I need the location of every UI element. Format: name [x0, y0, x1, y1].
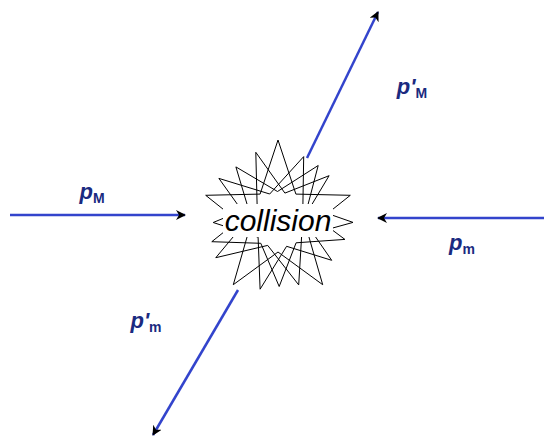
star-line: [206, 140, 351, 285]
outgoing-arrow: [307, 12, 378, 158]
star-line: [212, 166, 345, 287]
momentum-label: pM: [79, 181, 104, 205]
momentum-label: p'm: [130, 310, 161, 334]
collision-star: collision: [200, 138, 356, 302]
outgoing-arrow: [153, 290, 238, 435]
incoming-arrow: [378, 217, 544, 220]
momentum-label: p'M: [397, 76, 427, 100]
incoming-arrow: [10, 214, 185, 217]
star-line: [216, 157, 353, 285]
momentum-label: pm: [449, 232, 475, 256]
node-label: collision: [223, 204, 334, 237]
